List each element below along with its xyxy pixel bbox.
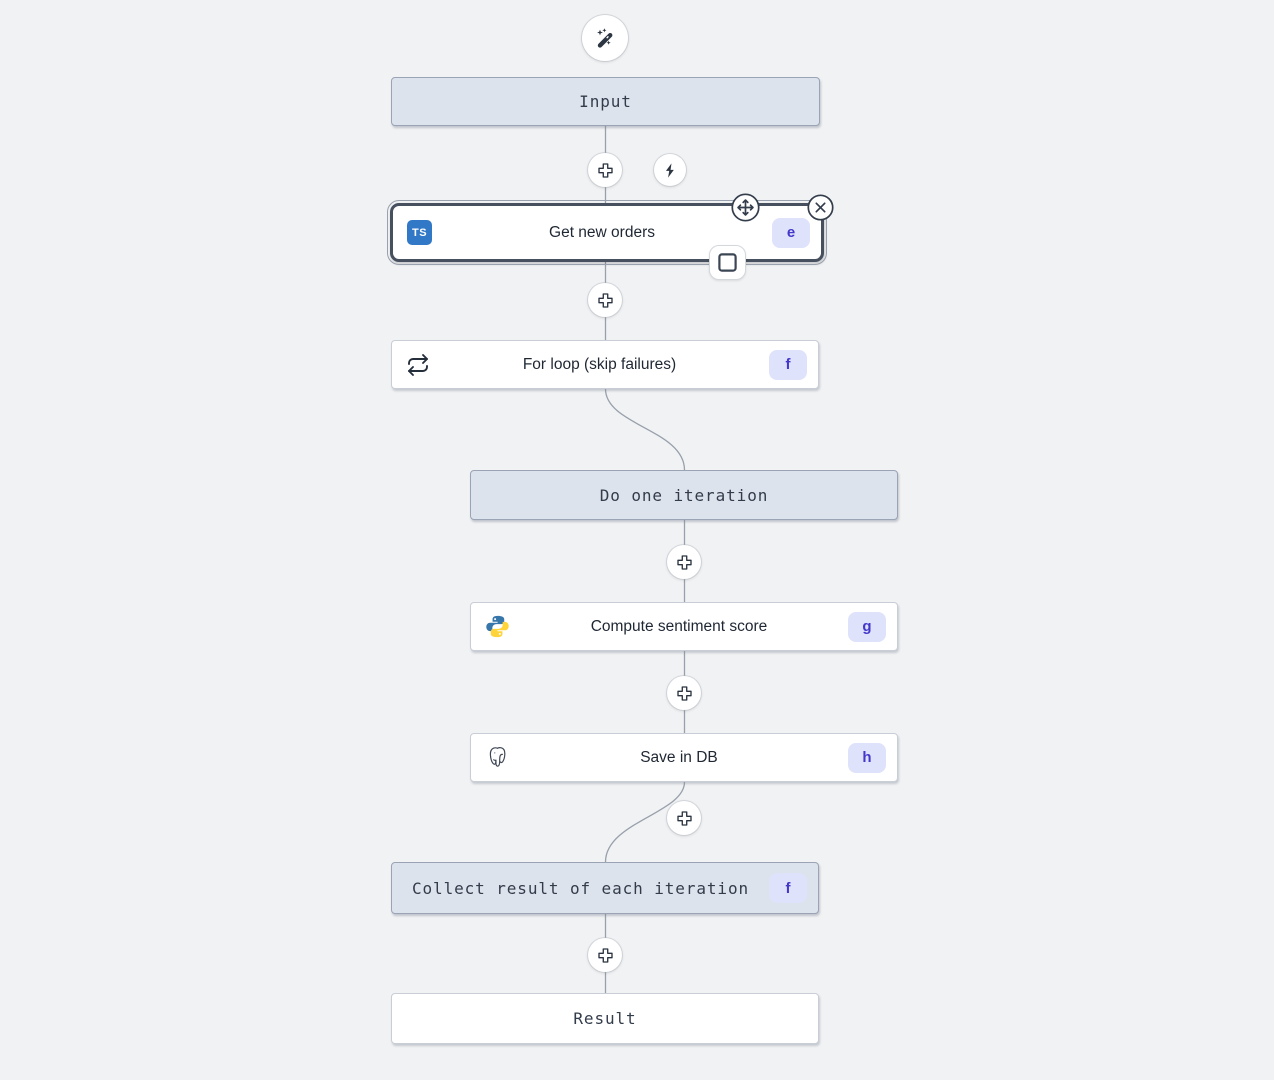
edge-save-to-collect: [604, 781, 686, 863]
step-id-badge: h: [848, 742, 886, 773]
node-label: Do one iteration: [599, 485, 769, 505]
add-trigger-button[interactable]: [654, 154, 686, 186]
typescript-icon: TS: [407, 220, 432, 245]
repeat-icon: [406, 353, 430, 377]
flow-node-save-in-db[interactable]: Save in DB h: [470, 733, 898, 782]
add-step-button-5[interactable]: [667, 801, 701, 835]
postgresql-icon: [485, 745, 510, 770]
close-node-button[interactable]: [807, 194, 834, 221]
add-step-button-3[interactable]: [667, 545, 701, 579]
lightning-bolt-icon: [662, 162, 679, 179]
step-id-badge: f: [769, 873, 807, 903]
step-id-badge: e: [772, 217, 810, 248]
plus-icon: [675, 553, 694, 572]
flow-node-collect-results[interactable]: Collect result of each iteration f: [391, 862, 819, 914]
flow-node-compute-sentiment-score[interactable]: Compute sentiment score g: [470, 602, 898, 651]
plus-icon: [596, 161, 615, 180]
plus-icon: [596, 946, 615, 965]
step-id-badge: g: [848, 611, 886, 642]
node-label: Save in DB: [640, 748, 718, 766]
ai-flow-builder-button[interactable]: [582, 15, 628, 61]
move-icon: [731, 193, 760, 222]
add-step-button-1[interactable]: [588, 153, 622, 187]
add-step-button-2[interactable]: [588, 283, 622, 317]
node-label: Get new orders: [549, 223, 655, 241]
flow-node-input[interactable]: Input: [391, 77, 820, 126]
early-stop-button[interactable]: [709, 245, 746, 280]
close-icon: [807, 194, 834, 221]
flow-node-for-loop[interactable]: For loop (skip failures) f: [391, 340, 819, 389]
node-label: Collect result of each iteration: [411, 878, 750, 898]
move-node-button[interactable]: [731, 193, 760, 222]
plus-icon: [675, 809, 694, 828]
flow-node-do-one-iteration[interactable]: Do one iteration: [470, 470, 898, 520]
node-label: Input: [579, 92, 632, 111]
wand-sparkles-icon: [593, 26, 617, 50]
plus-icon: [675, 684, 694, 703]
square-icon: [717, 252, 738, 273]
step-id-badge: f: [769, 349, 807, 380]
add-step-button-6[interactable]: [588, 938, 622, 972]
edge-for-loop-to-iteration: [604, 388, 686, 471]
node-label: For loop (skip failures): [522, 355, 677, 373]
node-label: Result: [573, 1009, 637, 1028]
flow-node-result[interactable]: Result: [391, 993, 819, 1044]
add-step-button-4[interactable]: [667, 676, 701, 710]
node-label: Compute sentiment score: [590, 617, 768, 635]
python-icon: [485, 614, 510, 639]
plus-icon: [596, 291, 615, 310]
